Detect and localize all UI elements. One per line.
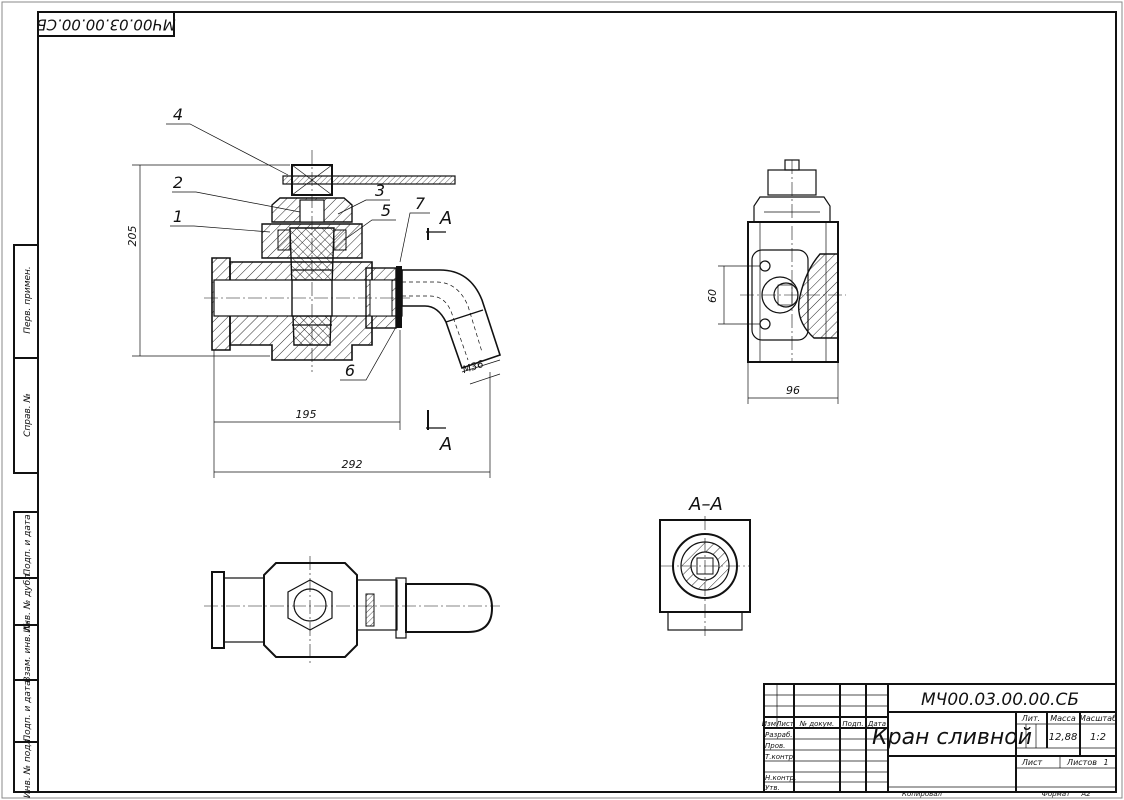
strip-inv-dubl: Инв. № дубл. — [23, 571, 33, 633]
title-name: Кран сливной — [872, 725, 1032, 750]
tb-list: Лист — [1021, 758, 1043, 767]
leader-label-7: 7 — [415, 194, 426, 213]
section-cut-markers — [426, 228, 446, 430]
section-a-a-view — [659, 516, 751, 636]
strip-inv-podl: Инв. № подл. — [23, 736, 33, 798]
tb-masshtab: Масштаб — [1079, 714, 1117, 723]
tb-col-podp: Подп. — [842, 720, 863, 728]
front-dimensions — [132, 164, 501, 478]
tb-row-razrab: Разраб. — [765, 731, 793, 739]
spout — [401, 269, 502, 370]
tb-col-data: Дата — [867, 720, 886, 728]
section-title: А–А — [688, 494, 723, 515]
tb-row-utv: Утв. — [765, 784, 780, 792]
title-designation: МЧ00.03.00.00.СБ — [921, 690, 1079, 710]
tb-listov-value: 1 — [1103, 758, 1108, 767]
tb-mass-value: 12,88 — [1049, 732, 1078, 743]
left-margin-strip: Перв. примен. Справ. № Подп. и дата Инв.… — [13, 244, 39, 798]
rotated-code-text: МЧ00.03.00.00.СБ — [36, 16, 175, 34]
dim-60: 60 — [706, 289, 719, 303]
tb-scale-value: 1:2 — [1090, 732, 1106, 743]
tb-lit: Лит. — [1021, 714, 1040, 723]
leader-label-4: 4 — [173, 105, 183, 124]
strip-sprav-no: Справ. № — [23, 393, 33, 437]
tb-kopiroval: Копировал — [902, 790, 943, 798]
tb-format: Формат — [1042, 790, 1071, 798]
tb-col-izm: Изм. — [762, 720, 778, 728]
dim-96: 96 — [786, 384, 800, 397]
front-view-section — [166, 123, 502, 381]
strip-podp-data-1: Подп. и дата — [23, 514, 33, 575]
tb-row-tkontr: Т.контр. — [765, 753, 795, 761]
leader-label-6: 6 — [345, 361, 355, 380]
leader-label-2: 2 — [173, 173, 183, 192]
title-block — [763, 683, 1117, 793]
leader-label-1: 1 — [173, 207, 183, 226]
dim-292: 292 — [342, 458, 363, 471]
tb-row-nkontr: Н.контр. — [765, 774, 796, 782]
handle-lever — [282, 175, 456, 185]
rotated-code-stamp: МЧ00.03.00.00.СБ — [36, 11, 176, 37]
side-view — [718, 159, 846, 404]
strip-vzam-inv: Взам. инв. № — [23, 621, 33, 682]
tb-listov: Листов — [1066, 758, 1097, 767]
tb-col-doc: № докум. — [799, 720, 835, 728]
tb-format-value: А2 — [1080, 790, 1091, 798]
tb-row-prov: Пров. — [765, 742, 785, 750]
section-letter-bottom: А — [439, 434, 452, 455]
leader-label-5: 5 — [381, 201, 391, 220]
tb-col-list: Лист — [775, 720, 795, 728]
dim-195: 195 — [296, 408, 317, 421]
leader-label-3: 3 — [375, 181, 385, 200]
tb-massa: Масса — [1050, 714, 1076, 723]
strip-perv-primen: Перв. примен. — [23, 266, 33, 334]
top-view — [204, 556, 500, 664]
strip-podp-data-2: Подп. и дата — [23, 680, 33, 741]
section-letter-top: А — [439, 208, 452, 229]
dim-205: 205 — [126, 226, 139, 247]
